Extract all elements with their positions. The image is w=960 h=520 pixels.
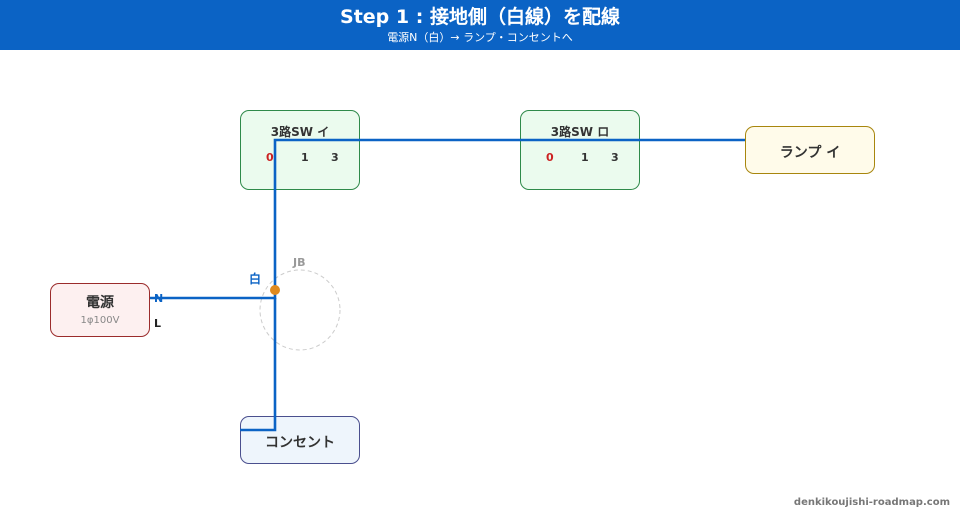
lamp-label: ランプ イ	[779, 145, 841, 161]
white-wire-to-outlet	[240, 298, 277, 432]
switch-b-terminal-0: 0	[546, 151, 554, 164]
power-label: 電源	[86, 295, 114, 311]
switch-a-terminal-0: 0	[266, 151, 274, 164]
power-spec: 1φ100V	[80, 315, 120, 326]
page-subtitle: 電源N（白）→ ランプ・コンセントへ	[387, 31, 573, 44]
three-way-switch-a: 3路SW イ 0 1 3	[240, 110, 360, 190]
switch-a-terminal-1: 1	[301, 151, 309, 164]
switch-b-terminal-1: 1	[581, 151, 589, 164]
header-bar: Step 1 : 接地側（白線）を配線 電源N（白）→ ランプ・コンセントへ	[0, 0, 960, 50]
white-wire-label: 白	[249, 272, 262, 286]
switch-a-terminal-3: 3	[331, 151, 339, 164]
switch-b-terminal-3: 3	[611, 151, 619, 164]
junction-connection-dot	[270, 285, 280, 295]
lamp-box: ランプ イ	[745, 126, 875, 174]
junction-box-label: JB	[293, 256, 306, 269]
three-way-switch-b: 3路SW ロ 0 1 3	[520, 110, 640, 190]
switch-b-label: 3路SW ロ	[550, 125, 610, 139]
footer-site: denkikoujishi-roadmap.com	[793, 497, 950, 508]
power-terminal-n: N	[154, 292, 164, 305]
outlet-box: コンセント	[240, 416, 360, 464]
power-terminal-l: L	[154, 317, 162, 330]
page-title: Step 1 : 接地側（白線）を配線	[340, 6, 620, 28]
power-source-box: 電源 1φ100V	[50, 283, 150, 337]
outlet-label: コンセント	[265, 435, 335, 451]
junction-box-outline	[259, 269, 341, 351]
switch-a-label: 3路SW イ	[270, 125, 330, 139]
